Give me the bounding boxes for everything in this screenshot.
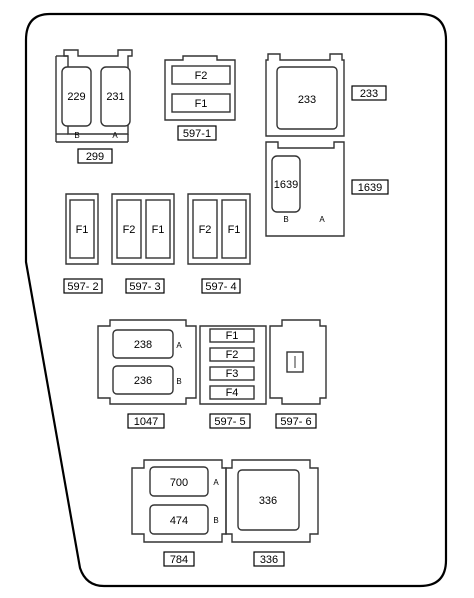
tag-784: 784 — [170, 554, 188, 566]
relay-700 — [149, 466, 209, 497]
fuse-f2-label: F2 — [199, 224, 212, 236]
fuse-f2 — [116, 199, 142, 259]
relay-block-784: 700 474 A B — [131, 459, 227, 543]
tag-597-2: 597- 2 — [67, 281, 98, 293]
relay-233-label: 233 — [298, 94, 316, 106]
fuse-f3-label: F3 — [226, 368, 239, 380]
fuse-f2 — [192, 199, 218, 259]
relay-474 — [149, 504, 209, 535]
fuse-f1-label: F1 — [152, 224, 165, 236]
fuse-holder-597-4: F2 F1 — [187, 193, 251, 265]
fuse-f1-label: F1 — [226, 330, 239, 342]
terminal-b-label: B — [213, 516, 218, 525]
tag-336: 336 — [260, 554, 278, 566]
relay-238 — [112, 329, 174, 359]
relay-474-label: 474 — [170, 515, 188, 527]
fuse-holder-597-1: F2 F1 — [164, 55, 236, 121]
relay-1639 — [271, 155, 301, 213]
tag-299-box — [77, 148, 113, 164]
fuse-f2-label: F2 — [123, 224, 136, 236]
fuse-box-outline — [24, 12, 448, 588]
tag-597-4: 597- 4 — [205, 281, 236, 293]
tag-1639: 1639 — [358, 182, 382, 194]
fuse-f1 — [145, 199, 171, 259]
relay-336-label: 336 — [259, 495, 277, 507]
tag-233: 233 — [360, 88, 378, 100]
relay-block-1047: 238 236 A B — [97, 319, 197, 405]
fuse-holder-597-2: F1 — [65, 193, 99, 265]
tag-597-2-box — [63, 278, 103, 294]
fuse-holder-597-5: F1 F2 F3 F4 — [199, 325, 267, 405]
terminal-b-label: B — [176, 377, 181, 386]
tag-597-6: 597- 6 — [280, 416, 311, 428]
tag-597-5-box — [209, 413, 251, 429]
fuse-f2 — [209, 347, 255, 362]
fuse-f1 — [171, 93, 231, 113]
terminal-a-label: A — [213, 478, 219, 487]
relay-700-label: 700 — [170, 477, 188, 489]
fuse-f2-label: F2 — [226, 349, 239, 361]
tag-597-1: 597-1 — [183, 128, 211, 140]
tag-299: 299 — [86, 151, 104, 163]
fuse-f1-label: F1 — [76, 224, 89, 236]
tag-597-6-box — [275, 413, 317, 429]
relay-229-label: 229 — [67, 91, 85, 103]
fuse-f3 — [209, 366, 255, 381]
tag-1639-box — [351, 179, 389, 195]
relay-233 — [276, 66, 338, 130]
fuse-f2 — [171, 65, 231, 85]
relay-231-label: 231 — [106, 91, 124, 103]
relay-231 — [100, 66, 131, 127]
tag-597-3: 597- 3 — [129, 281, 160, 293]
tag-336-box — [253, 551, 285, 567]
terminal-a-label: A — [176, 341, 182, 350]
relay-block-299: 229 231 B A — [55, 49, 133, 143]
tag-1047: 1047 — [134, 416, 158, 428]
relay-336 — [237, 469, 300, 531]
tag-233-box — [351, 85, 387, 101]
tag-1047-box — [127, 413, 165, 429]
relay-236-label: 236 — [134, 375, 152, 387]
fuse-f1 — [221, 199, 247, 259]
fuse-holder-597-3: F2 F1 — [111, 193, 175, 265]
fuse-f4 — [209, 385, 255, 400]
fuse-f1-label: F1 — [228, 224, 241, 236]
terminal-a-label: A — [319, 215, 325, 224]
relay-236 — [112, 365, 174, 395]
relay-1639-label: 1639 — [274, 179, 298, 191]
tag-597-1-box — [177, 125, 217, 141]
terminal-b-label: B — [74, 131, 79, 140]
relay-block-1639: 1639 B A — [265, 141, 345, 237]
fuse-holder-597-6 — [269, 319, 327, 405]
relay-238-label: 238 — [134, 339, 152, 351]
terminal-a-label: A — [112, 131, 118, 140]
tag-597-5: 597- 5 — [214, 416, 245, 428]
fuse-f1-label: F1 — [195, 98, 208, 110]
tag-597-3-box — [125, 278, 165, 294]
relay-block-233: 233 — [265, 53, 345, 137]
tag-784-box — [163, 551, 195, 567]
relay-block-336: 336 — [225, 459, 319, 543]
fuse-f1 — [209, 328, 255, 343]
terminal-b-label: B — [283, 215, 288, 224]
fuse-f1 — [69, 199, 95, 259]
relay-229 — [61, 66, 92, 127]
tag-597-4-box — [201, 278, 241, 294]
fuse-f4-label: F4 — [226, 387, 239, 399]
fuse-f2-label: F2 — [195, 70, 208, 82]
